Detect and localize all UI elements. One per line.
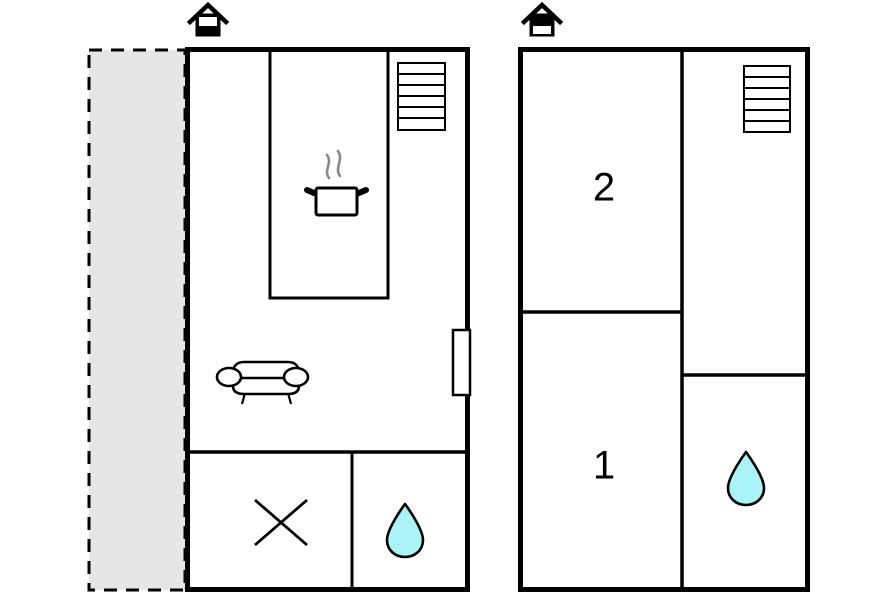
house-ground-floor-icon: [186, 1, 230, 37]
water-drop-icon: [385, 502, 425, 559]
first-floor-outer-wall: [518, 47, 810, 592]
ground-floor-plan: [87, 47, 472, 592]
stairs-icon: [397, 62, 446, 131]
cross-icon: [254, 498, 308, 547]
terrace-area: [87, 48, 187, 592]
kitchen-zone: [268, 49, 390, 300]
room-number-2: 2: [593, 166, 615, 210]
window-icon: [451, 328, 472, 397]
cooking-pot-icon: [304, 149, 369, 217]
ground-floor-outer-wall: [185, 47, 470, 592]
sofa-icon: [215, 360, 310, 405]
first-floor-plan: 2 1: [518, 47, 810, 592]
room-number-1: 1: [593, 444, 615, 488]
water-drop-icon: [726, 450, 766, 507]
house-first-floor-icon: [520, 1, 564, 37]
stairs-icon: [743, 65, 791, 133]
